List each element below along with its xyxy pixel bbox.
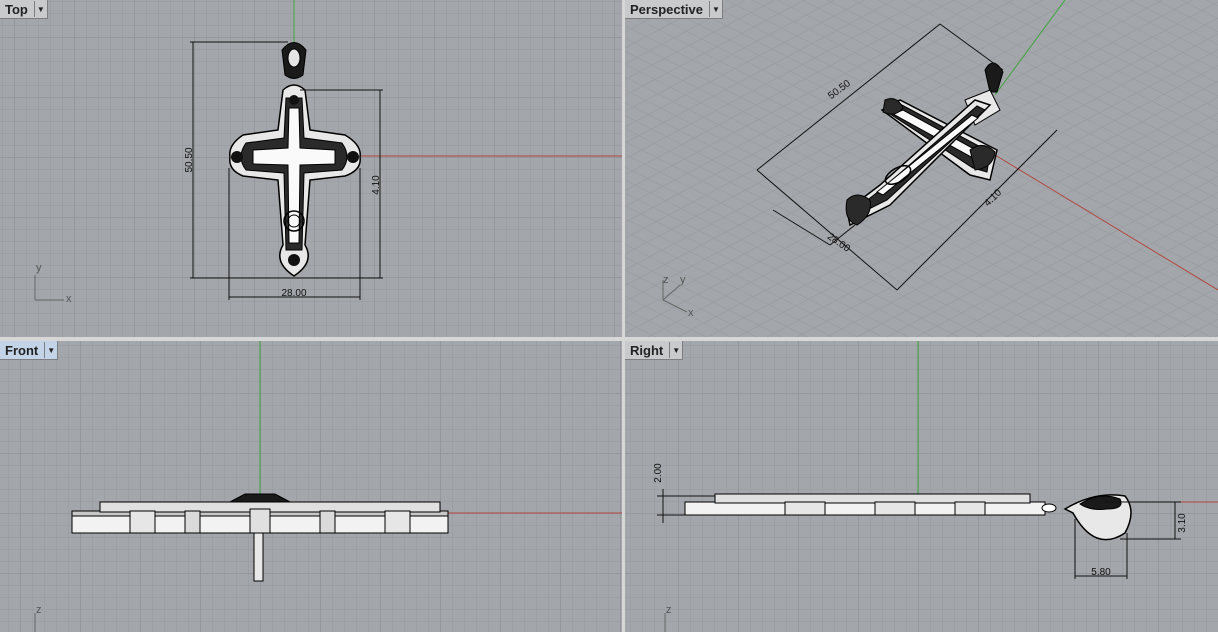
- axis-gizmo: z: [34, 604, 42, 632]
- chevron-down-icon[interactable]: ▼: [33, 1, 47, 17]
- cross-model-right[interactable]: [684, 493, 1132, 541]
- viewport-title: Top: [5, 1, 28, 17]
- viewport-right[interactable]: Right ▼ 2.00 3.10 5.80: [625, 341, 1218, 632]
- axis-gizmo: z y x: [662, 274, 694, 319]
- axis-gizmo: z: [664, 604, 672, 632]
- dimension-arm-label: 4.10: [371, 175, 382, 195]
- perspective-view-scene: 50.50 4.10 28.00 z y x: [625, 0, 1218, 337]
- viewport-tab-front[interactable]: Front ▼: [0, 341, 59, 360]
- cross-model-perspective[interactable]: [845, 62, 1004, 227]
- right-view-scene: 2.00 3.10 5.80 z: [653, 341, 1218, 632]
- front-view-scene: z: [34, 341, 622, 632]
- cross-model-front[interactable]: [71, 493, 449, 582]
- dimension-bail-height-label: 3.10: [1177, 513, 1188, 533]
- viewport-tab-top[interactable]: Top ▼: [0, 0, 48, 19]
- axis-label-z: z: [36, 604, 42, 616]
- dimension-bail-width-label: 5.80: [1091, 567, 1111, 578]
- viewport-title: Right: [630, 342, 664, 358]
- viewport-front[interactable]: Front ▼ z: [0, 341, 622, 632]
- cross-model[interactable]: [229, 42, 361, 277]
- viewport-title: Perspective: [630, 1, 703, 17]
- dimension-width-label: 28.00: [281, 288, 306, 299]
- axis-label-x: x: [688, 307, 694, 319]
- right-dimension-lines: [657, 489, 1181, 579]
- axis-label-x: x: [66, 293, 72, 305]
- viewport-perspective[interactable]: Perspective ▼: [625, 0, 1218, 337]
- dimension-lines: [190, 41, 383, 300]
- axis-label-y: y: [36, 262, 42, 274]
- viewport-top[interactable]: Top ▼: [0, 0, 622, 337]
- dimension-height-label: 50.50: [184, 147, 195, 172]
- axis-label-z: z: [666, 604, 672, 616]
- x-axis-line: [994, 154, 1218, 291]
- chevron-down-icon[interactable]: ▼: [709, 1, 722, 17]
- top-view-scene: 50.50 4.10 28.00 y x: [34, 0, 622, 305]
- axis-label-z: z: [663, 274, 669, 286]
- perspective-dimension-lines: [756, 23, 1058, 291]
- chevron-down-icon[interactable]: ▼: [44, 342, 57, 358]
- chevron-down-icon[interactable]: ▼: [669, 342, 682, 358]
- dimension-thickness-label: 2.00: [653, 463, 664, 483]
- viewport-title: Front: [5, 342, 39, 358]
- axis-gizmo: y x: [34, 262, 72, 305]
- viewport-tab-perspective[interactable]: Perspective ▼: [625, 0, 723, 19]
- axis-label-y: y: [680, 274, 686, 286]
- y-axis-line: [994, 0, 1066, 96]
- viewport-tab-right[interactable]: Right ▼: [625, 341, 684, 360]
